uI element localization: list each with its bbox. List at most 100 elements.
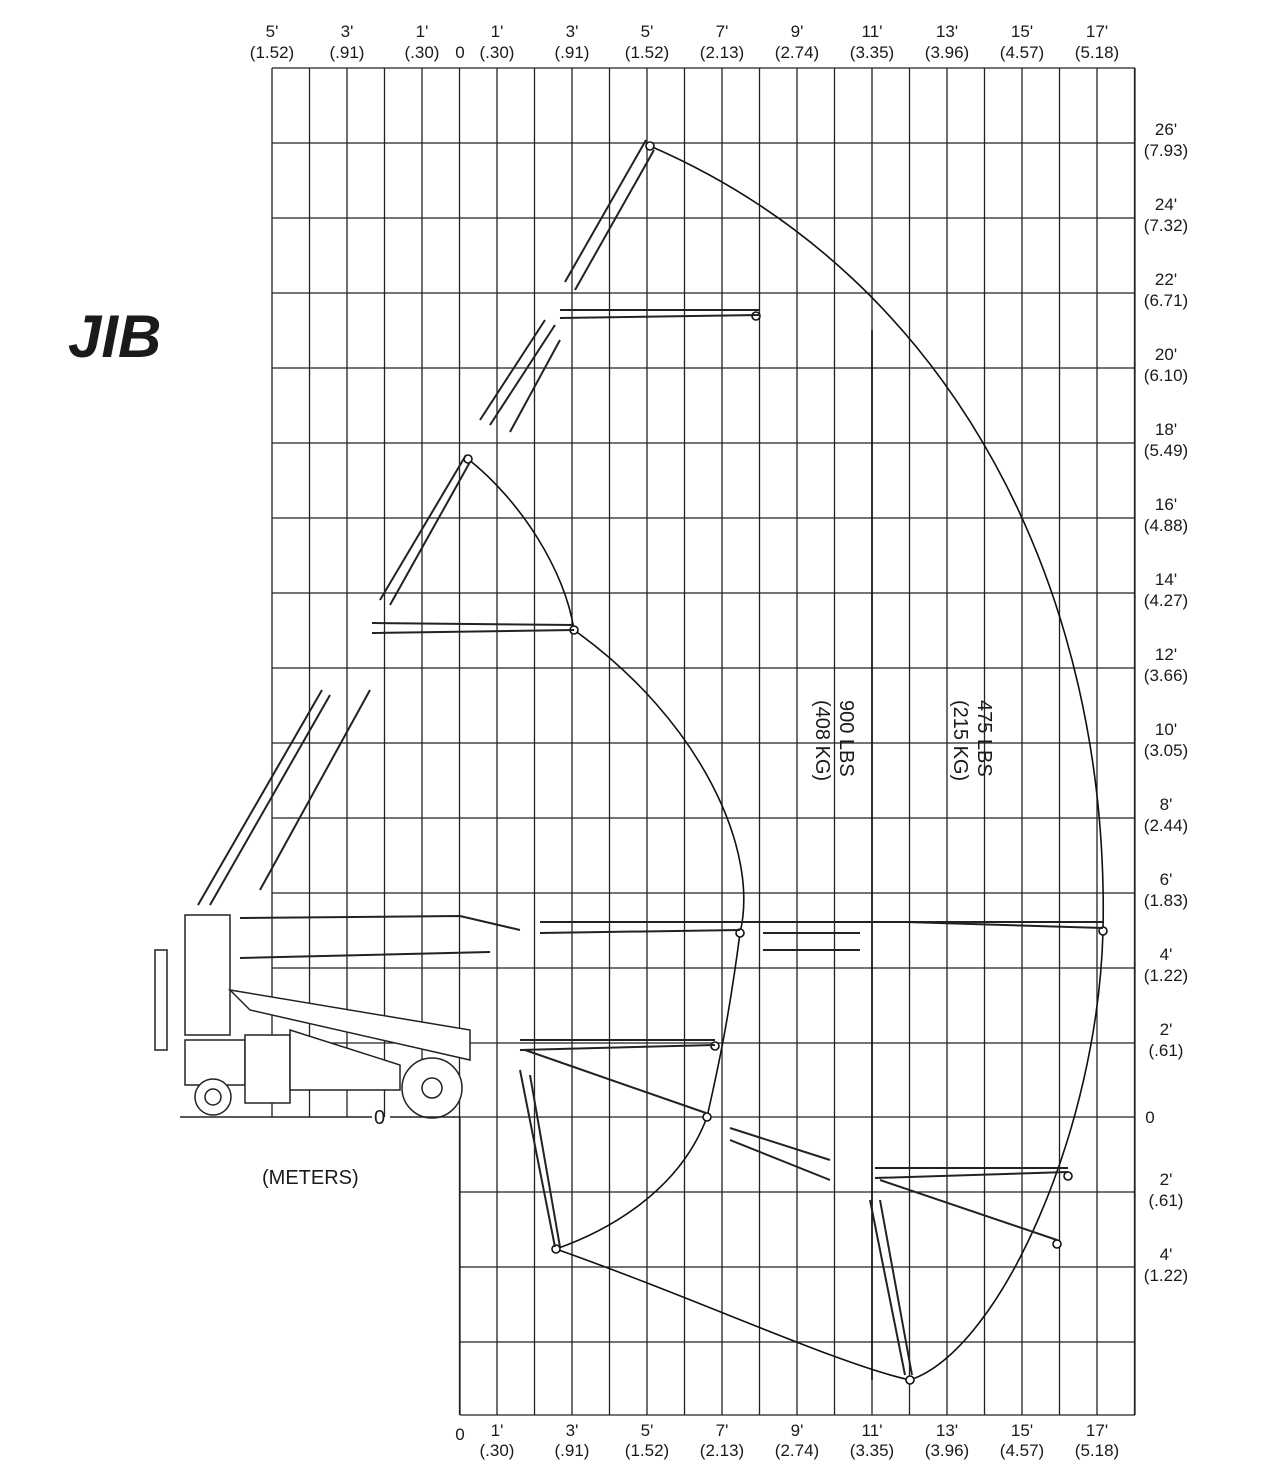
x-tick-top-ft: 1' xyxy=(416,22,429,41)
x-tick-bottom-ft: 3' xyxy=(566,1421,579,1440)
x-tick-top-zero: 0 xyxy=(455,43,464,62)
load-zone-label-2: 475 LBS (215 KG) xyxy=(949,700,995,781)
y-tick-ft: 22' xyxy=(1155,270,1177,289)
x-tick-top-m: (3.35) xyxy=(850,43,894,62)
x-tick-top-m: (.91) xyxy=(330,43,365,62)
x-tick-top-m: (1.52) xyxy=(250,43,294,62)
y-tick-ft: 10' xyxy=(1155,720,1177,739)
hook-marker xyxy=(702,1112,712,1122)
y-tick-ft: 6' xyxy=(1160,870,1173,889)
boom-horizontal-main xyxy=(239,914,521,959)
load-zone-label-1: 900 LBS (408 KG) xyxy=(811,700,857,781)
y-tick-m: (3.66) xyxy=(1144,666,1188,685)
x-tick-top-m: (5.18) xyxy=(1075,43,1119,62)
envelope-inner-curve xyxy=(555,629,745,1250)
y-tick-ft: 26' xyxy=(1155,120,1177,139)
machine-lower-boom xyxy=(227,988,471,1061)
x-tick-bottom-zero: 0 xyxy=(455,1425,464,1444)
machine-body xyxy=(289,1028,401,1091)
x-tick-top-m: (.91) xyxy=(555,43,590,62)
load-zone-2-lbs: 475 LBS xyxy=(973,700,995,777)
x-tick-bottom-ft: 11' xyxy=(862,1421,883,1440)
hook-marker xyxy=(905,1375,915,1385)
x-tick-bottom-m: (3.96) xyxy=(925,1441,969,1460)
y-tick-ft: 24' xyxy=(1155,195,1177,214)
x-tick-bottom-m: (3.35) xyxy=(850,1441,894,1460)
envelope-outer-curve xyxy=(649,145,1104,1381)
crane-machine xyxy=(154,914,471,1119)
y-tick-m: (4.27) xyxy=(1144,591,1188,610)
x-tick-bottom-ft: 15' xyxy=(1011,1421,1033,1440)
x-tick-top-ft: 3' xyxy=(566,22,579,41)
x-tick-bottom-ft: 13' xyxy=(936,1421,958,1440)
x-tick-top-m: (2.74) xyxy=(775,43,819,62)
x-tick-bottom-ft: 1' xyxy=(491,1421,504,1440)
machine-engine-box xyxy=(244,1034,291,1104)
y-tick-m: (6.71) xyxy=(1144,291,1188,310)
y-tick-ft: 20' xyxy=(1155,345,1177,364)
y-tick-m: (5.49) xyxy=(1144,441,1188,460)
load-zone-2-kg: (215 KG) xyxy=(949,700,971,781)
x-tick-top-ft: 17' xyxy=(1086,22,1108,41)
x-tick-top-ft: 7' xyxy=(716,22,729,41)
y-tick-m: (4.88) xyxy=(1144,516,1188,535)
boom-negative-jib xyxy=(729,1127,1069,1376)
y-tick-ft: 18' xyxy=(1155,420,1177,439)
x-tick-bottom-m: (5.18) xyxy=(1075,1441,1119,1460)
x-tick-top-ft: 3' xyxy=(341,22,354,41)
x-tick-bottom-ft: 7' xyxy=(716,1421,729,1440)
x-tick-top-m: (4.57) xyxy=(1000,43,1044,62)
units-label: (METERS) xyxy=(262,1167,359,1189)
y-tick-ft: 12' xyxy=(1155,645,1177,664)
origin-label: 0 xyxy=(374,1107,385,1129)
x-tick-bottom-ft: 9' xyxy=(791,1421,804,1440)
y-tick-m: (6.10) xyxy=(1144,366,1188,385)
axis-tick-labels: 5'(1.52)3'(.91)1'(.30)01'(.30)3'(.91)5'(… xyxy=(250,22,1188,1460)
y-tick-ft: 4' xyxy=(1160,1245,1173,1264)
x-tick-bottom-m: (4.57) xyxy=(1000,1441,1044,1460)
load-envelope xyxy=(463,141,1108,1385)
envelope-inner-upper-curve xyxy=(467,458,575,631)
boom-mid-jib xyxy=(371,454,575,634)
x-tick-bottom-m: (.30) xyxy=(480,1441,515,1460)
machine-mast xyxy=(184,914,231,1036)
x-tick-bottom-m: (2.74) xyxy=(775,1441,819,1460)
y-tick-m: (.61) xyxy=(1149,1191,1184,1210)
x-tick-top-ft: 15' xyxy=(1011,22,1033,41)
x-tick-top-ft: 5' xyxy=(641,22,654,41)
x-tick-bottom-ft: 17' xyxy=(1086,1421,1108,1440)
x-tick-top-ft: 11' xyxy=(862,22,883,41)
chart-title: JIB xyxy=(68,303,161,370)
machine-rear-wheel-hub xyxy=(204,1088,222,1106)
boom-positions xyxy=(197,139,1104,1376)
x-tick-top-m: (3.96) xyxy=(925,43,969,62)
boom-horizontal-jib xyxy=(539,921,1104,951)
hook-marker xyxy=(1063,1171,1073,1181)
envelope-lower-curve xyxy=(555,1248,911,1381)
y-tick-m: (3.05) xyxy=(1144,741,1188,760)
y-tick-m: (7.93) xyxy=(1144,141,1188,160)
x-tick-top-m: (.30) xyxy=(405,43,440,62)
y-tick-m: (1.22) xyxy=(1144,966,1188,985)
y-tick-m: (1.22) xyxy=(1144,1266,1188,1285)
hook-marker xyxy=(645,141,655,151)
x-tick-bottom-m: (2.13) xyxy=(700,1441,744,1460)
y-tick-m: (7.32) xyxy=(1144,216,1188,235)
boom-mid-segment xyxy=(197,689,371,906)
x-tick-top-ft: 9' xyxy=(791,22,804,41)
y-tick-ft: 4' xyxy=(1160,945,1173,964)
load-zone-1-kg: (408 KG) xyxy=(811,700,833,781)
x-tick-top-m: (2.13) xyxy=(700,43,744,62)
x-tick-bottom-m: (.91) xyxy=(555,1441,590,1460)
hook-marker xyxy=(1052,1239,1062,1249)
y-tick-ft: 14' xyxy=(1155,570,1177,589)
y-tick-ft: 8' xyxy=(1160,795,1173,814)
x-tick-top-ft: 5' xyxy=(266,22,279,41)
boom-top-segment xyxy=(479,319,561,433)
hook-marker xyxy=(551,1244,561,1254)
y-tick-m: (1.83) xyxy=(1144,891,1188,910)
y-tick-m: (2.44) xyxy=(1144,816,1188,835)
machine-outrigger-pad xyxy=(154,949,168,1051)
x-tick-bottom-m: (1.52) xyxy=(625,1441,669,1460)
